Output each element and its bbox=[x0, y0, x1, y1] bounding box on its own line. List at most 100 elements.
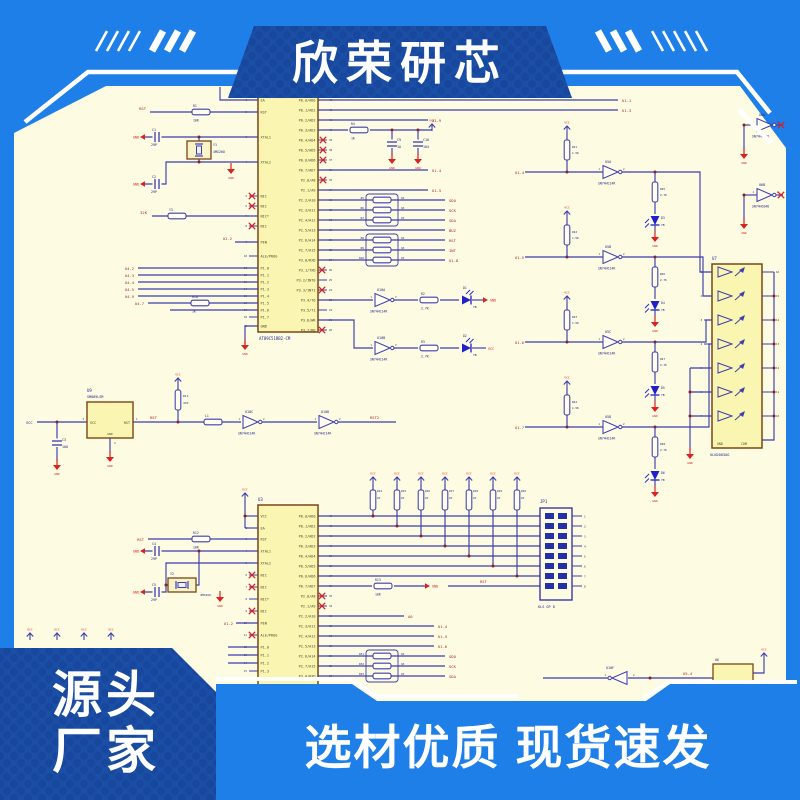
band-accent-line-left bbox=[216, 677, 518, 698]
label: 1K bbox=[497, 496, 501, 500]
net-label: Y1 bbox=[213, 143, 217, 147]
label: 12 bbox=[776, 366, 780, 370]
wire bbox=[622, 256, 712, 297]
label: 2 bbox=[82, 417, 84, 421]
label: VCC bbox=[466, 472, 472, 476]
label: VCC bbox=[27, 628, 33, 632]
resistor bbox=[651, 266, 659, 288]
label: SN74HC14R bbox=[598, 182, 615, 186]
label: NIC bbox=[261, 573, 267, 577]
label: RST bbox=[261, 110, 268, 114]
vcc-symbol: VCC bbox=[563, 291, 571, 303]
label: P1.3 bbox=[261, 287, 269, 291]
resistor: R2 2.7K bbox=[419, 292, 439, 311]
label: 1 bbox=[598, 252, 600, 256]
wire bbox=[244, 325, 258, 344]
label: 34 bbox=[329, 604, 333, 608]
label: RST bbox=[124, 421, 130, 425]
label: NIC bbox=[261, 585, 267, 589]
vcc-symbol: VCC bbox=[760, 648, 768, 660]
label: GND bbox=[107, 464, 113, 468]
label: YB bbox=[473, 353, 477, 357]
gnd-symbol: GND bbox=[133, 134, 145, 140]
label: 8 bbox=[584, 585, 586, 589]
footer-badge: 源头 厂家 bbox=[0, 648, 216, 800]
vcc-symbol: VCC bbox=[428, 119, 436, 131]
label: 2.7K bbox=[421, 307, 429, 311]
label: VCC bbox=[242, 488, 248, 492]
label: R2 bbox=[421, 292, 425, 296]
junction-dot bbox=[742, 193, 746, 197]
junction-dot bbox=[772, 390, 776, 394]
net-label: U1-2 bbox=[224, 621, 233, 626]
label: GND bbox=[261, 324, 267, 328]
net-label: SDO bbox=[449, 654, 457, 659]
junction-dot bbox=[772, 318, 776, 322]
resistor bbox=[651, 181, 659, 203]
inverter-gate: 12U6ASN74HC04D bbox=[752, 113, 779, 139]
label: 11 bbox=[776, 390, 780, 394]
label: 24 bbox=[329, 288, 333, 292]
net-label: U1-4 bbox=[432, 168, 442, 173]
label: GND bbox=[415, 166, 421, 170]
label: NIC* bbox=[261, 214, 269, 218]
label: P2.6/A14 bbox=[299, 238, 316, 242]
label: 1K bbox=[449, 496, 453, 500]
junction-dot bbox=[371, 514, 375, 518]
label: NIC bbox=[261, 194, 267, 198]
label: GND bbox=[432, 584, 438, 588]
band-accent-line-right bbox=[641, 680, 797, 700]
net-label: RST bbox=[150, 415, 158, 420]
label: P2.1/A9 bbox=[301, 604, 316, 608]
no-connect-x bbox=[248, 192, 256, 200]
net-label: Y2 bbox=[170, 572, 174, 576]
resistor bbox=[563, 309, 571, 331]
net-label: C4 bbox=[152, 542, 156, 546]
label: R19 bbox=[497, 489, 502, 493]
label: GND bbox=[652, 499, 658, 503]
label: COM bbox=[741, 442, 747, 446]
label: Y3 bbox=[169, 208, 173, 212]
label: 10K bbox=[193, 546, 199, 550]
header-accent-line-right bbox=[482, 69, 772, 115]
label: P0.7/AD7 bbox=[299, 584, 316, 588]
net-label: U4-3 bbox=[125, 273, 134, 278]
net-label: C3 bbox=[62, 438, 66, 442]
label: R20 bbox=[521, 489, 526, 493]
label: ALE/PROG bbox=[261, 633, 278, 637]
label: 26 bbox=[329, 268, 333, 272]
label: 1 bbox=[314, 417, 316, 421]
label: R16 bbox=[425, 489, 430, 493]
net-label: SDO bbox=[449, 198, 457, 203]
no-connect-x bbox=[248, 631, 256, 639]
label: D4 bbox=[661, 301, 665, 305]
label: P0.6/AD6 bbox=[299, 158, 316, 162]
label: GND bbox=[389, 166, 395, 170]
label: SN74HC04D bbox=[752, 205, 769, 209]
label: 10 bbox=[244, 254, 248, 258]
net-label: C2 bbox=[152, 175, 156, 179]
label: P2.5/A13 bbox=[299, 228, 316, 232]
net-label: SDA bbox=[449, 218, 457, 223]
vcc-symbol: VCC bbox=[563, 206, 571, 218]
label: P2.5/A13 bbox=[299, 644, 316, 648]
net-label: RST2 bbox=[370, 415, 379, 420]
net-label: 4MX26U bbox=[213, 150, 225, 154]
label: GND bbox=[217, 604, 223, 608]
capacitor bbox=[152, 178, 162, 190]
gnd-symbol: GND bbox=[483, 297, 496, 303]
label: SN74HC14R bbox=[598, 352, 615, 356]
resistor bbox=[513, 489, 521, 511]
label: 1 bbox=[598, 422, 600, 426]
label: R27 bbox=[660, 357, 665, 361]
resistor-pack-outline bbox=[365, 649, 399, 683]
net-label: SCK bbox=[449, 208, 457, 213]
label: 9 bbox=[245, 609, 247, 613]
net-label: C5 bbox=[152, 583, 156, 587]
label: GND bbox=[133, 549, 139, 553]
